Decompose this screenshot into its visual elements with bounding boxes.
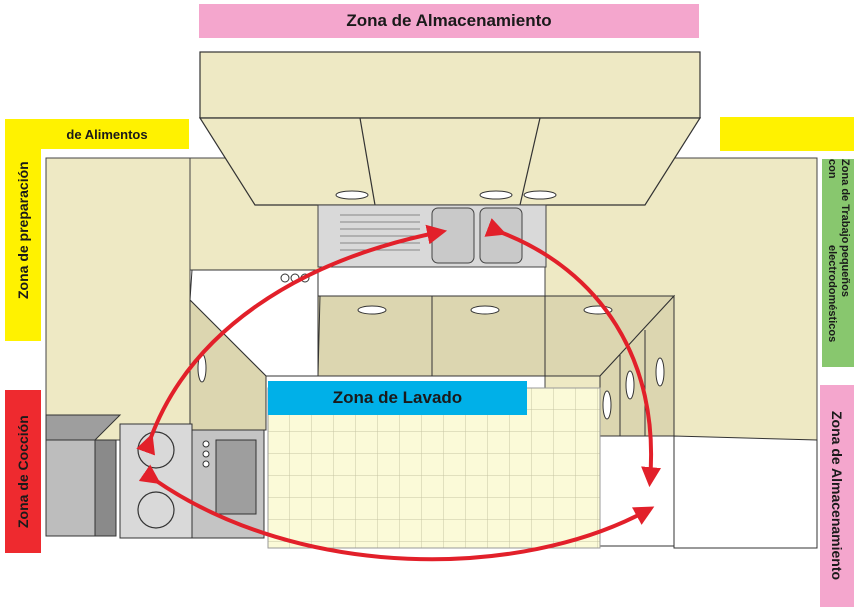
storage-zone-top-label: Zona de Almacenamiento (199, 4, 699, 38)
work-zone-label: Zona de Trabajo con pequeños electrodomé… (822, 159, 854, 367)
washing-zone-text: Zona de Lavado (332, 388, 463, 407)
storage-zone-right-text: Zona de Almacenamiento (829, 411, 845, 581)
prep-zone-line2-box: Zona de preparación (5, 119, 41, 341)
cooking-zone-label: Zona de Cocción (5, 390, 41, 553)
storage-zone-top-text: Zona de Almacenamiento (346, 11, 552, 30)
prep-zone-line2-text: Zona de preparación (15, 161, 31, 299)
storage-zone-right-label: Zona de Almacenamiento (820, 385, 854, 607)
work-zone-line1: Zona de Trabajo con (826, 159, 851, 244)
yellow-accent-box (720, 117, 854, 151)
cooking-zone-text: Zona de Cocción (15, 415, 31, 528)
work-triangle-arrows (136, 218, 662, 562)
prep-zone-line1-text: de Alimentos (66, 126, 148, 142)
washing-zone-label: Zona de Lavado (268, 381, 527, 415)
upper-cabinets (198, 51, 702, 206)
work-zone-line2: pequeños electrodomésticos (826, 244, 851, 343)
